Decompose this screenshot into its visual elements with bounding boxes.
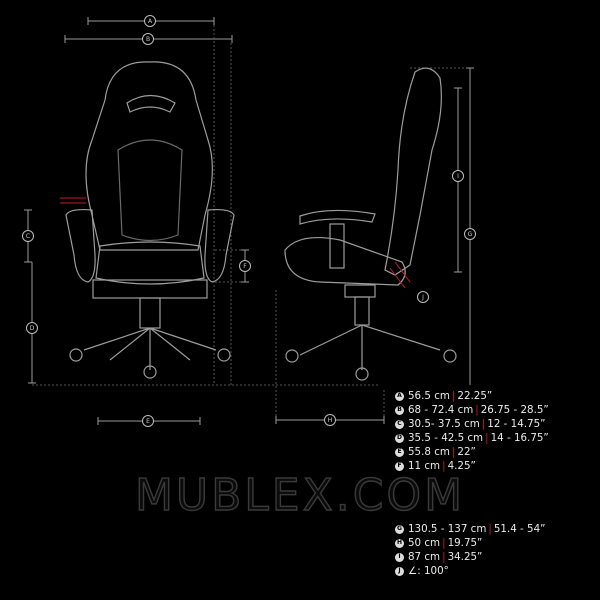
label-e: E <box>142 415 154 427</box>
recline-indicator-side <box>389 261 411 289</box>
label-a: A <box>144 15 156 27</box>
label-j: J <box>417 291 429 303</box>
label-d: D <box>26 322 38 334</box>
side-chair-outline <box>284 67 457 381</box>
label-h: H <box>324 414 336 426</box>
label-c: C <box>22 230 34 242</box>
watermark: MUBLEX.COM <box>134 469 466 521</box>
label-f: F <box>239 260 251 272</box>
label-g: G <box>464 228 476 240</box>
dimension-lines <box>24 17 474 425</box>
label-i: I <box>452 170 464 182</box>
front-chair-outline <box>65 61 235 379</box>
label-b: B <box>142 33 154 45</box>
recline-indicator-front <box>60 197 86 204</box>
spec-row-j: J∠: 100° <box>395 564 600 578</box>
